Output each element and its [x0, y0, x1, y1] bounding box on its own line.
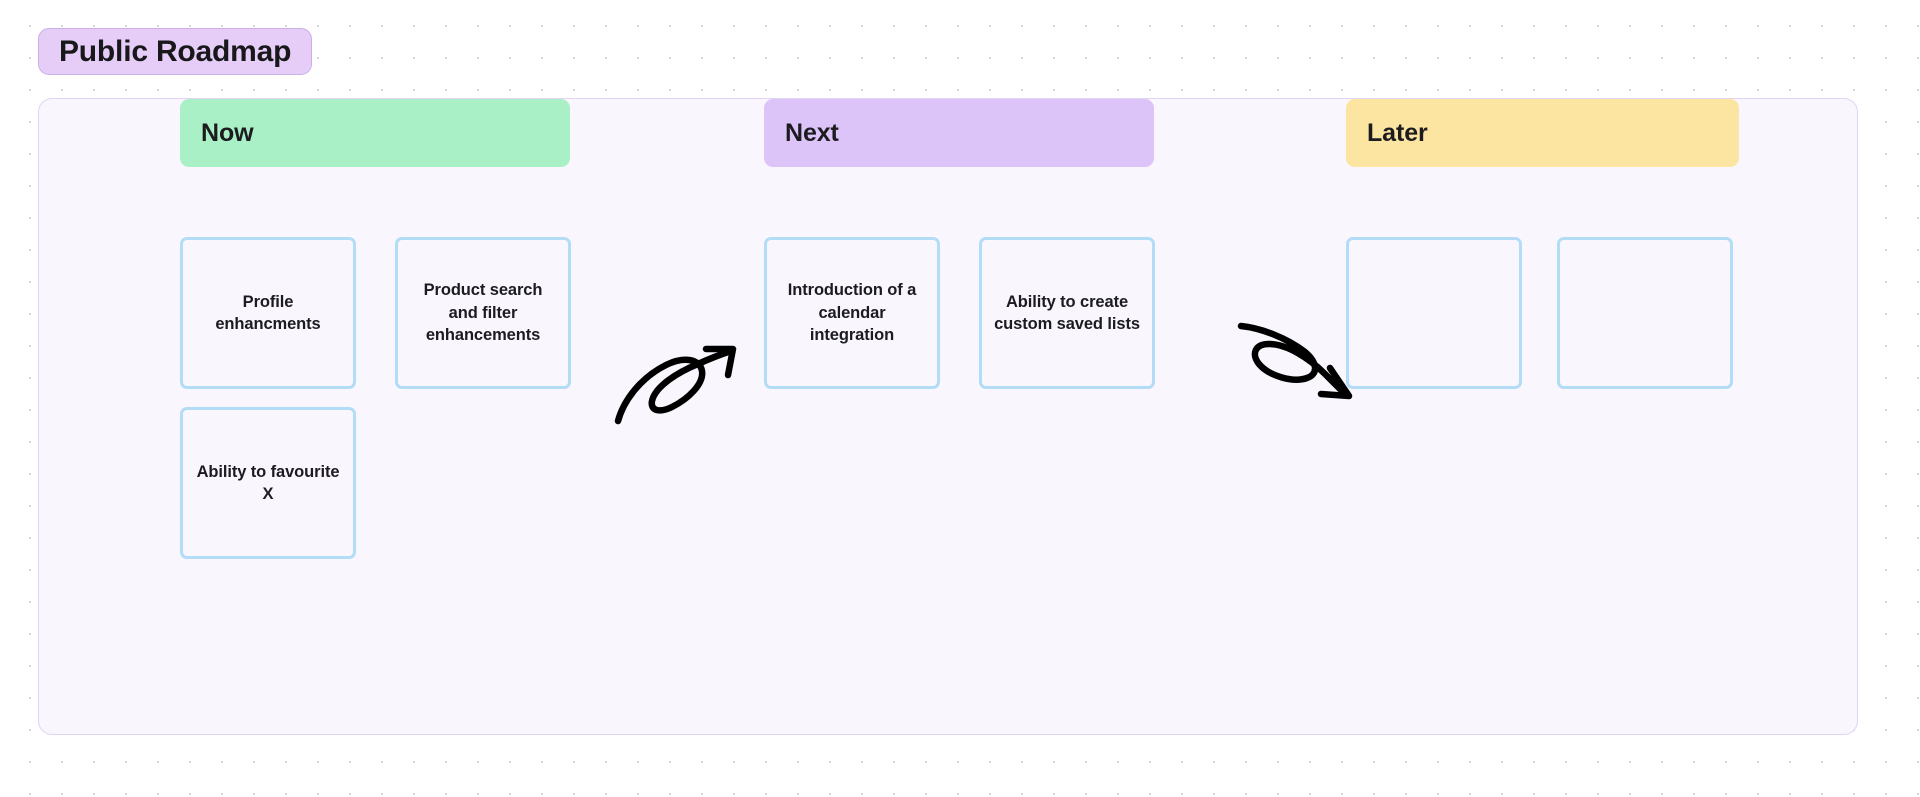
column-header-next[interactable]: Next	[764, 99, 1154, 167]
card-label: Introduction of a calendar integration	[787, 281, 917, 345]
column-header-label-next: Next	[785, 118, 839, 147]
card-row-later-1	[1346, 237, 1733, 389]
arrow-now-to-next-icon	[614, 345, 737, 425]
column-now[interactable]: Now Profile enhancments Product search a…	[180, 99, 571, 559]
roadmap-card[interactable]: Introduction of a calendar integration	[764, 237, 940, 389]
card-row-now-2: Ability to favourite X	[180, 407, 356, 559]
arrow-next-to-later-icon	[1237, 322, 1353, 400]
card-label: Ability to create custom saved lists	[994, 292, 1140, 333]
roadmap-card-empty[interactable]	[1557, 237, 1733, 389]
column-header-now[interactable]: Now	[180, 99, 570, 167]
card-label: Ability to favourite X	[196, 462, 340, 503]
column-header-label-later: Later	[1367, 118, 1428, 147]
card-label: Product search and filter enhancements	[423, 281, 543, 345]
roadmap-card-empty[interactable]	[1346, 237, 1522, 389]
board-title-badge[interactable]: Public Roadmap	[38, 28, 313, 75]
card-row-now-1: Profile enhancments Product search and f…	[180, 237, 571, 389]
roadmap-card[interactable]: Product search and filter enhancements	[395, 237, 571, 389]
column-later[interactable]: Later	[1346, 99, 1739, 389]
card-row-next-1: Introduction of a calendar integration A…	[764, 237, 1155, 389]
roadmap-card[interactable]: Profile enhancments	[180, 237, 356, 389]
roadmap-card[interactable]: Ability to create custom saved lists	[979, 237, 1155, 389]
page-title: Public Roadmap	[59, 34, 292, 68]
roadmap-card[interactable]: Ability to favourite X	[180, 407, 356, 559]
column-header-label-now: Now	[201, 118, 254, 147]
column-next[interactable]: Next Introduction of a calendar integrat…	[764, 99, 1155, 389]
roadmap-frame[interactable]: Now Profile enhancments Product search a…	[38, 98, 1858, 735]
card-label: Profile enhancments	[215, 292, 321, 333]
column-header-later[interactable]: Later	[1346, 99, 1739, 167]
